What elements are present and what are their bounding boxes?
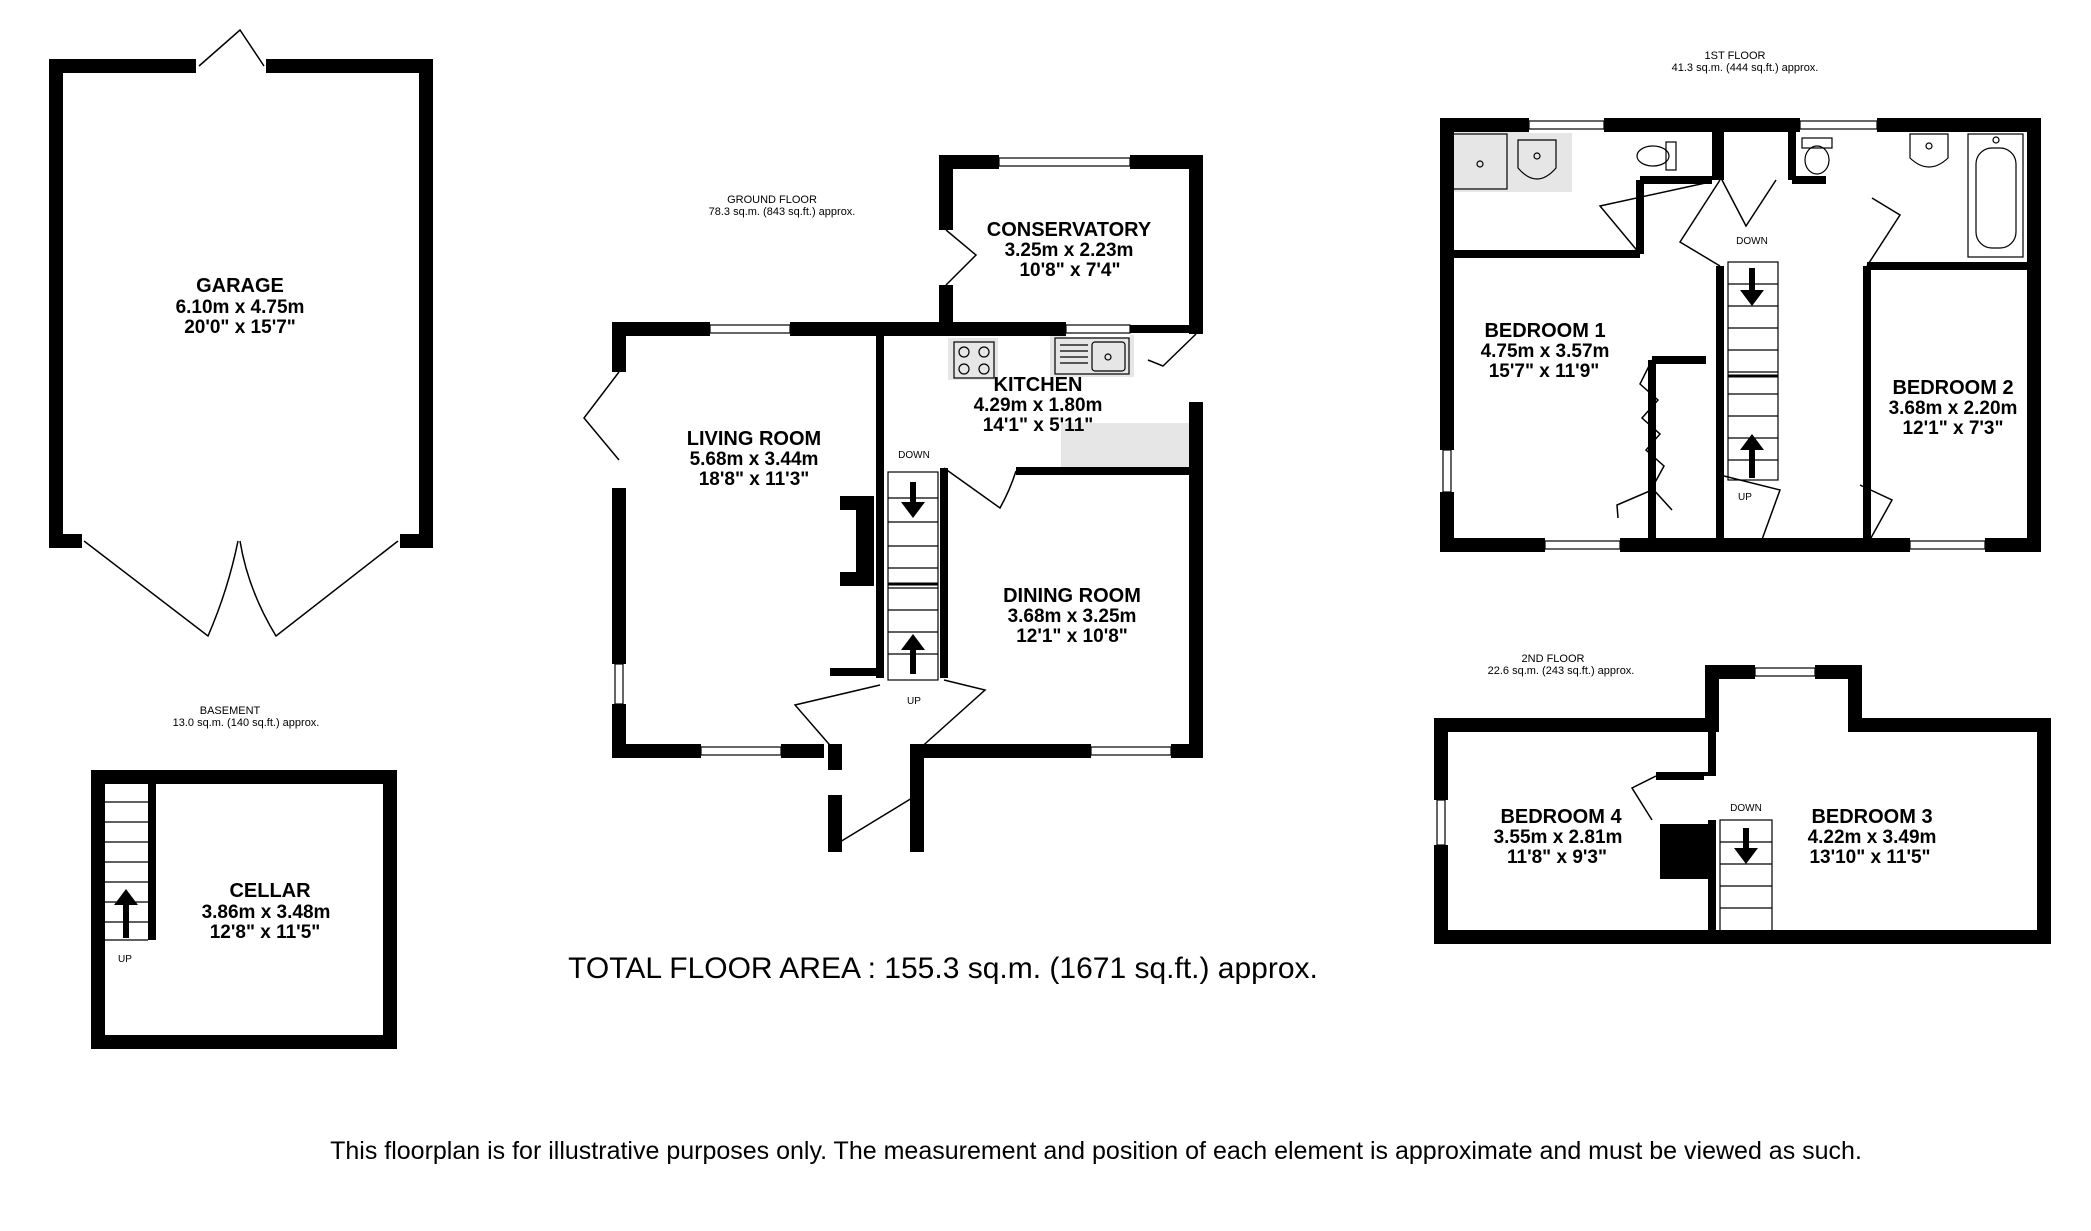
conservatory-metric: 3.25m x 2.23m [1005,240,1134,261]
bedroom2-imperial: 12'1" x 7'3" [1902,418,2003,439]
toilet-icon [1636,141,1677,171]
second-stairs-down-label: DOWN [1730,803,1762,814]
basin-icon [1517,139,1557,180]
garage-metric: 6.10m x 4.75m [176,297,305,318]
shower-tray-icon [1451,133,1508,190]
sink-icon [1054,337,1130,375]
bedroom4-name: BEDROOM 4 [1500,806,1622,828]
first-floor-plan: 1ST FLOOR 41.3 sq.m. (444 sq.ft.) approx… [1439,50,2041,553]
bedroom1-name: BEDROOM 1 [1484,320,1605,342]
bedroom1-metric: 4.75m x 3.57m [1481,341,1610,362]
first-floor-stairs [1727,261,1779,481]
cellar-imperial: 12'8" x 11'5" [210,922,321,943]
living-room-metric: 5.68m x 3.44m [690,449,819,470]
ground-stairs-up-label: UP [907,696,921,707]
cellar-up-label: UP [118,954,132,965]
basement-label: BASEMENT [200,705,261,717]
bedroom2-metric: 3.68m x 2.20m [1889,398,2018,419]
garage-plan: GARAGE 6.10m x 4.75m 20'0" x 15'7" [49,28,433,638]
stair-up-arrow-icon [114,889,138,938]
stair-up-arrow-icon [1740,434,1764,478]
kitchen-metric: 4.29m x 1.80m [974,395,1103,416]
first-stairs-up-label: UP [1738,492,1752,503]
conservatory-imperial: 10'8" x 7'4" [1019,260,1120,281]
disclaimer: This floorplan is for illustrative purpo… [330,1137,1862,1165]
stair-down-arrow-icon [901,482,925,518]
stair-down-arrow-icon [1734,828,1758,864]
ground-stairs-down-label: DOWN [898,450,930,461]
living-room-name: LIVING ROOM [687,428,821,450]
bedroom4-metric: 3.55m x 2.81m [1494,827,1623,848]
bedroom3-name: BEDROOM 3 [1811,806,1932,828]
first-floor-area: 41.3 sq.m. (444 sq.ft.) approx. [1672,62,1819,74]
fireplace-icon [840,496,874,586]
second-floor-area: 22.6 sq.m. (243 sq.ft.) approx. [1488,665,1635,677]
dining-room-imperial: 12'1" x 10'8" [1016,626,1128,647]
ground-floor-area: 78.3 sq.m. (843 sq.ft.) approx. [709,206,856,218]
kitchen-imperial: 14'1" x 5'11" [983,415,1094,436]
total-floor-area: TOTAL FLOOR AREA : 155.3 sq.m. (1671 sq.… [568,952,1318,985]
cellar-metric: 3.86m x 3.48m [202,902,331,923]
bedroom4-imperial: 11'8" x 9'3" [1507,847,1607,868]
chimney-block [1660,824,1708,879]
kitchen-name: KITCHEN [994,374,1083,396]
stair-up-arrow-icon [901,634,925,674]
hob-icon [953,341,995,379]
first-stairs-down-label: DOWN [1736,236,1768,247]
ground-floor-label: GROUND FLOOR [727,194,817,206]
toilet-icon [1801,137,1833,175]
garage-name: GARAGE [196,275,284,297]
dining-room-metric: 3.68m x 3.25m [1008,606,1137,627]
second-floor-label: 2ND FLOOR [1522,653,1585,665]
conservatory-name: CONSERVATORY [987,219,1152,241]
dining-room-name: DINING ROOM [1003,585,1141,607]
garage-imperial: 20'0" x 15'7" [184,317,296,338]
ground-floor-plan: GROUND FLOOR 78.3 sq.m. (843 sq.ft.) app… [583,154,1204,852]
basin-icon [1909,133,1949,168]
bedroom3-metric: 4.22m x 3.49m [1808,827,1937,848]
bath-icon [1967,133,2024,258]
basement-area: 13.0 sq.m. (140 sq.ft.) approx. [173,717,320,729]
bedroom1-imperial: 15'7" x 11'9" [1489,361,1600,382]
ground-stairs [887,471,939,681]
bedroom2-name: BEDROOM 2 [1892,377,2013,399]
second-floor-plan: 2ND FLOOR 22.6 sq.m. (243 sq.ft.) approx… [1433,653,2051,944]
living-room-imperial: 18'8" x 11'3" [699,469,810,490]
stair-down-arrow-icon [1740,268,1764,306]
second-floor-stairs [1719,819,1773,934]
basement-plan: BASEMENT 13.0 sq.m. (140 sq.ft.) approx.… [91,705,397,1049]
first-floor-label: 1ST FLOOR [1705,50,1766,62]
cellar-name: CELLAR [229,880,311,902]
bedroom3-imperial: 13'10" x 11'5" [1809,847,1930,868]
